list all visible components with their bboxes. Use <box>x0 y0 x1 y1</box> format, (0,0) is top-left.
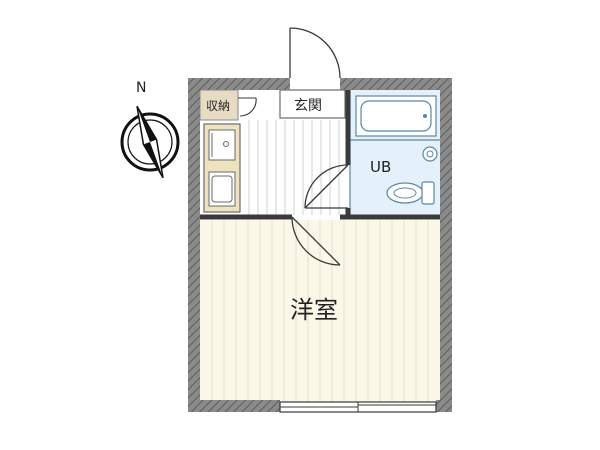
kitchen-counter <box>203 123 241 213</box>
storage-door <box>238 97 257 117</box>
western-room-floor <box>200 220 440 402</box>
toilet-icon <box>386 181 435 205</box>
entrance-door <box>289 27 341 79</box>
entrance-label: 玄関 <box>294 97 322 114</box>
bath-room <box>349 90 440 215</box>
storage-closet <box>199 89 239 121</box>
compass-icon <box>120 105 180 179</box>
stove-icon <box>208 171 236 207</box>
bath-label: UB <box>370 158 391 176</box>
window <box>279 401 437 413</box>
north-label: N <box>136 80 146 96</box>
interior-walls <box>200 90 440 220</box>
exterior-walls <box>188 78 452 412</box>
sink-icon <box>422 146 438 162</box>
western-room-label: 洋室 <box>290 296 338 324</box>
room-door <box>291 216 341 266</box>
kitchen-sink-icon <box>208 129 236 161</box>
storage-label: 収納 <box>206 99 230 113</box>
bathtub-icon <box>355 95 437 137</box>
entrance-area <box>279 89 346 119</box>
bath-door <box>304 164 349 209</box>
